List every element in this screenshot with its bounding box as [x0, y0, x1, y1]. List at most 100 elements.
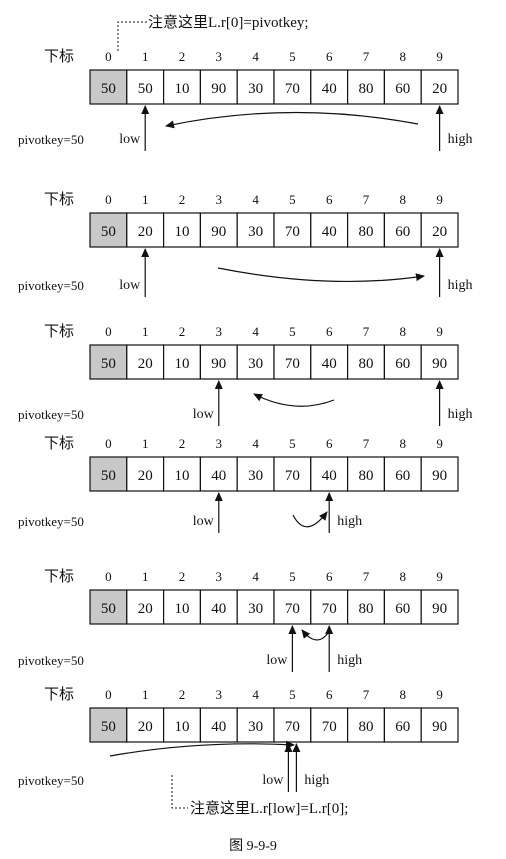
array-cell — [163, 456, 202, 492]
cell-value: 30 — [248, 356, 263, 372]
low-label: low — [262, 773, 284, 788]
cell-value: 90 — [432, 719, 447, 735]
array-cell — [273, 456, 312, 492]
array-cell — [383, 707, 422, 743]
cell-value: 10 — [175, 601, 190, 617]
low-label: low — [193, 514, 215, 529]
array-cell — [347, 344, 386, 380]
high-label: high — [448, 407, 473, 422]
cell-value: 50 — [101, 468, 116, 484]
cell-value: 10 — [175, 356, 190, 372]
array-cell — [236, 456, 275, 492]
low-label: low — [119, 132, 141, 147]
cell-value: 20 — [432, 224, 447, 240]
array-cell — [163, 707, 202, 743]
cell-value: 40 — [211, 719, 226, 735]
cell-value: 80 — [359, 468, 374, 484]
cell-value: 40 — [322, 81, 337, 97]
array-cell — [199, 707, 238, 743]
index-label: 下标 — [44, 323, 74, 340]
cell-value: 60 — [395, 468, 410, 484]
cell-value: 20 — [138, 468, 153, 484]
array-cell — [163, 69, 202, 105]
note-top: 注意这里L.r[0]=pivotkey; — [148, 13, 309, 31]
cell-value: 50 — [101, 601, 116, 617]
index-5: 5 — [289, 687, 296, 702]
cell-value: 70 — [285, 719, 300, 735]
arrow-high-to-low-3 — [253, 393, 335, 407]
cell-value: 70 — [285, 356, 300, 372]
high-label: high — [448, 278, 473, 293]
cell-value: 20 — [432, 81, 447, 97]
high-label: high — [448, 132, 473, 147]
array-cell — [236, 212, 275, 248]
index-8: 8 — [400, 49, 407, 64]
arrow-high-to-low-1 — [165, 111, 419, 129]
pivot-cell — [89, 589, 128, 625]
cell-value: 30 — [248, 719, 263, 735]
cell-value: 70 — [285, 468, 300, 484]
index-0: 0 — [105, 569, 112, 584]
cell-value: 40 — [211, 468, 226, 484]
pivotkey-label: pivotkey=50 — [18, 407, 84, 422]
array-cell — [126, 344, 165, 380]
index-5: 5 — [289, 436, 296, 451]
cell-value: 80 — [359, 356, 374, 372]
array-cell — [163, 589, 202, 625]
index-8: 8 — [400, 192, 407, 207]
cell-value: 10 — [175, 468, 190, 484]
index-6: 6 — [326, 324, 333, 339]
array-cell — [310, 344, 349, 380]
index-3: 3 — [216, 324, 223, 339]
array-cell — [347, 589, 386, 625]
cell-value: 60 — [395, 601, 410, 617]
cell-value: 90 — [211, 224, 226, 240]
cell-value: 50 — [138, 81, 153, 97]
array-cell — [420, 344, 459, 380]
array-cell — [236, 707, 275, 743]
index-9: 9 — [436, 569, 443, 584]
low-label: low — [119, 278, 141, 293]
index-0: 0 — [105, 324, 112, 339]
arrow-low-to-high-4 — [292, 511, 328, 528]
cell-value: 60 — [395, 356, 410, 372]
index-1: 1 — [142, 569, 149, 584]
cell-value: 60 — [395, 81, 410, 97]
index-7: 7 — [363, 687, 370, 702]
cell-value: 70 — [322, 601, 337, 617]
cell-value: 20 — [138, 601, 153, 617]
array-cell — [347, 456, 386, 492]
array-cell — [126, 589, 165, 625]
high-label: high — [337, 514, 362, 529]
cell-value: 80 — [359, 81, 374, 97]
index-6: 6 — [326, 569, 333, 584]
array-cell — [383, 344, 422, 380]
index-0: 0 — [105, 436, 112, 451]
pivot-cell — [89, 212, 128, 248]
array-cell — [273, 212, 312, 248]
high-label: high — [337, 653, 362, 668]
cell-value: 30 — [248, 81, 263, 97]
index-4: 4 — [252, 687, 259, 702]
array-cell — [273, 707, 312, 743]
array-cell — [310, 212, 349, 248]
cell-value: 90 — [211, 356, 226, 372]
index-8: 8 — [400, 687, 407, 702]
index-7: 7 — [363, 324, 370, 339]
cell-value: 20 — [138, 719, 153, 735]
cell-value: 30 — [248, 601, 263, 617]
cell-value: 90 — [432, 356, 447, 372]
cell-value: 90 — [432, 601, 447, 617]
index-5: 5 — [289, 569, 296, 584]
array-cell — [199, 212, 238, 248]
array-cell — [383, 69, 422, 105]
index-7: 7 — [363, 192, 370, 207]
index-label: 下标 — [44, 191, 74, 208]
index-7: 7 — [363, 49, 370, 64]
index-9: 9 — [436, 192, 443, 207]
cell-value: 50 — [101, 224, 116, 240]
index-0: 0 — [105, 192, 112, 207]
